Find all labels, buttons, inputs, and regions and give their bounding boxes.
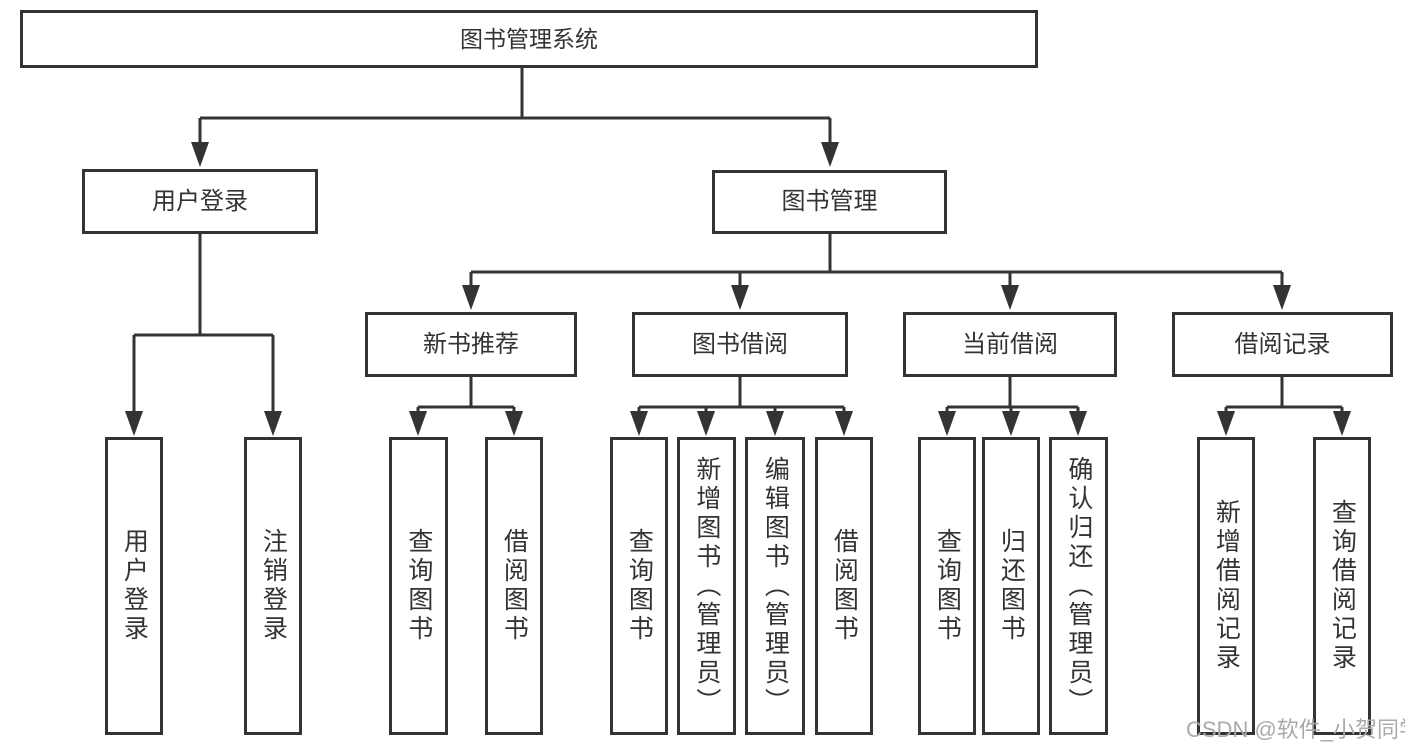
node-leaf-query-borrow-record: 查询借阅记录	[1313, 437, 1371, 735]
connector-book-mgmt	[469, 234, 1284, 287]
connector-current-borrow	[945, 377, 1080, 414]
node-label: 编辑图书（管理员）	[761, 455, 790, 717]
node-label: 用户登录	[120, 528, 149, 644]
node-label: 借阅图书	[830, 528, 859, 644]
node-book-borrowing: 图书借阅	[632, 312, 848, 377]
node-borrow-records: 借阅记录	[1172, 312, 1393, 377]
node-label: 确认归还（管理员）	[1064, 455, 1093, 717]
connector-root	[198, 68, 832, 144]
node-label: 新增借阅记录	[1212, 499, 1241, 673]
node-label: 用户登录	[152, 187, 248, 215]
node-leaf-add-borrow-record: 新增借阅记录	[1197, 437, 1255, 735]
connector-book-borrow	[637, 377, 846, 414]
node-label: 查询借阅记录	[1328, 499, 1357, 673]
node-leaf-borrow-books-1: 借阅图书	[485, 437, 543, 735]
node-label: 图书管理	[781, 188, 878, 216]
node-user-login: 用户登录	[82, 169, 318, 234]
node-label: 注销登录	[259, 528, 288, 644]
node-leaf-confirm-return-admin: 确认归还（管理员）	[1049, 437, 1108, 735]
node-current-borrowing: 当前借阅	[903, 312, 1117, 377]
node-leaf-query-books-3: 查询图书	[918, 437, 976, 735]
node-label: 图书管理系统	[460, 25, 598, 52]
node-label: 查询图书	[933, 528, 962, 644]
node-leaf-query-books-2: 查询图书	[610, 437, 668, 735]
arrowheads	[125, 142, 1351, 436]
node-book-management: 图书管理	[712, 170, 947, 234]
node-label: 当前借阅	[962, 330, 1058, 358]
node-label: 图书借阅	[692, 330, 788, 358]
node-leaf-return-books: 归还图书	[982, 437, 1040, 735]
node-leaf-borrow-books-2: 借阅图书	[815, 437, 873, 735]
node-leaf-user-login: 用户登录	[105, 437, 163, 735]
node-label: 借阅记录	[1234, 330, 1331, 358]
node-label: 查询图书	[625, 528, 654, 644]
node-leaf-add-books-admin: 新增图书（管理员）	[677, 437, 736, 735]
node-label: 借阅图书	[500, 528, 529, 644]
connector-records	[1224, 377, 1344, 414]
connector-new-book	[416, 377, 516, 414]
node-label: 新增图书（管理员）	[692, 455, 721, 717]
node-leaf-edit-books-admin: 编辑图书（管理员）	[745, 437, 805, 735]
node-root-library-system: 图书管理系统	[20, 10, 1038, 68]
node-label: 新书推荐	[423, 330, 519, 358]
node-label: 查询图书	[404, 528, 433, 644]
node-label: 归还图书	[997, 528, 1026, 644]
node-leaf-logout: 注销登录	[244, 437, 302, 735]
connector-user-login	[132, 234, 275, 413]
csdn-watermark: CSDN @软件_小贺同学	[1186, 717, 1405, 742]
node-leaf-query-books-1: 查询图书	[389, 437, 448, 735]
node-new-book-recommend: 新书推荐	[365, 312, 577, 377]
